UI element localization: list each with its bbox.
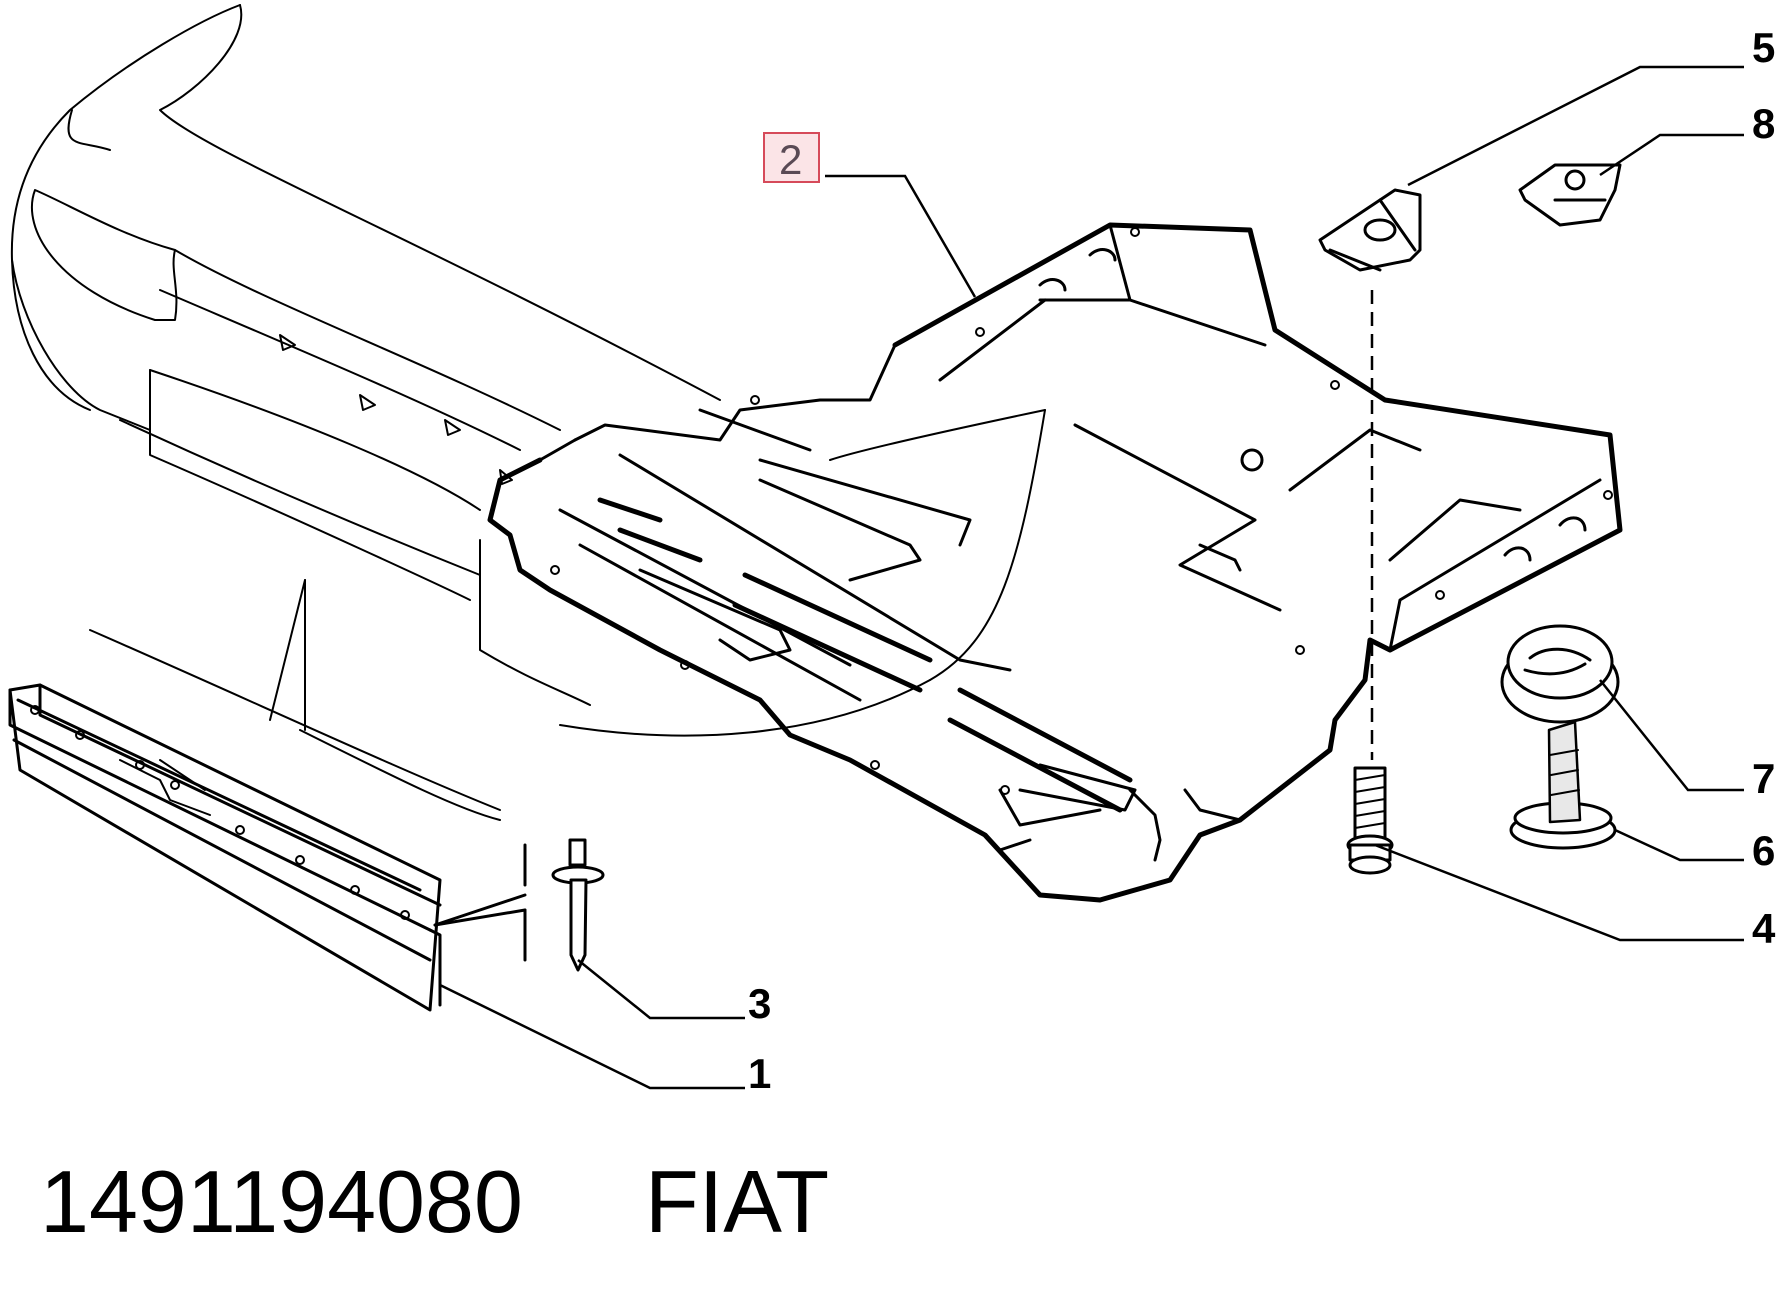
callout-7-label: 7 (1752, 755, 1775, 802)
callout-5: 5 (1752, 24, 1775, 71)
part-6-push-fastener (1509, 720, 1617, 850)
part-1-bracket (8, 683, 442, 1012)
part-5-clip-nut (1318, 188, 1422, 272)
callout-6: 6 (1752, 827, 1775, 874)
callout-8-label: 8 (1752, 100, 1775, 147)
callout-1-label: 1 (748, 1050, 771, 1097)
fastener-bracket-lines (433, 843, 527, 962)
bumper-outline (10, 4, 1046, 821)
callout-3-label: 3 (748, 980, 771, 1027)
callout-6-label: 6 (1752, 827, 1775, 874)
callout-2-label: 2 (779, 136, 802, 183)
part-8-clip (1518, 163, 1622, 227)
leader-lines (439, 65, 1744, 1090)
part-number: 1491194080 (40, 1152, 523, 1251)
brand-name: FIAT (645, 1152, 829, 1251)
callout-4: 4 (1752, 905, 1776, 952)
callout-2: 2 (763, 132, 820, 183)
callout-2-highlight (763, 132, 820, 183)
part-3-rivet (551, 838, 605, 972)
callout-4-label: 4 (1752, 905, 1776, 952)
underbody-shield (487, 222, 1623, 903)
part-4-bolt (1346, 766, 1394, 875)
callout-5-label: 5 (1752, 24, 1775, 71)
callout-8: 8 (1752, 100, 1775, 147)
callout-7: 7 (1752, 755, 1775, 802)
callout-1: 1 (748, 1050, 771, 1097)
callout-3: 3 (748, 980, 771, 1027)
part-7-plug (1500, 624, 1620, 724)
